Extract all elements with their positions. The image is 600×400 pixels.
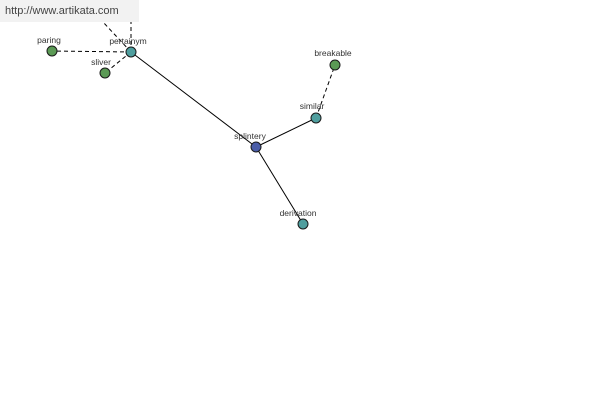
- node-circle-paring[interactable]: [46, 45, 58, 57]
- node-label-sliver[interactable]: sliver: [91, 57, 111, 67]
- node-pertainym[interactable]: pertainym: [109, 36, 147, 58]
- nodes-layer: splintery pertainym similar derivation parin…: [37, 35, 352, 230]
- node-circle-derivation[interactable]: [297, 218, 309, 230]
- node-circle-pertainym[interactable]: [125, 46, 137, 58]
- node-circle-sliver[interactable]: [99, 67, 111, 79]
- url-banner: http://www.artikata.com: [0, 0, 139, 22]
- node-label-paring[interactable]: paring: [37, 35, 61, 45]
- edges-layer: [51, 21, 336, 225]
- node-derivation[interactable]: derivation: [280, 208, 317, 230]
- edge-pertainym-sliver: [104, 51, 132, 74]
- node-similar[interactable]: similar: [300, 101, 325, 124]
- node-label-derivation[interactable]: derivation: [280, 208, 317, 218]
- url-text[interactable]: http://www.artikata.com: [5, 5, 119, 17]
- node-circle-similar[interactable]: [310, 112, 322, 124]
- edge-similar-breakable: [315, 64, 336, 119]
- node-circle-breakable[interactable]: [329, 59, 341, 71]
- node-label-pertainym[interactable]: pertainym: [109, 36, 146, 46]
- node-sliver[interactable]: sliver: [91, 57, 111, 79]
- edge-splintery-derivation: [255, 146, 304, 225]
- edge-splintery-pertainym: [130, 51, 257, 148]
- node-paring[interactable]: paring: [37, 35, 61, 57]
- edge-splintery-similar: [255, 117, 317, 148]
- node-label-similar[interactable]: similar: [300, 101, 325, 111]
- node-label-breakable[interactable]: breakable: [314, 48, 352, 58]
- edge-pertainym-paring: [51, 50, 132, 53]
- node-breakable[interactable]: breakable: [314, 48, 352, 71]
- node-circle-splintery[interactable]: [250, 141, 262, 153]
- node-splintery[interactable]: splintery: [234, 131, 267, 153]
- node-label-splintery[interactable]: splintery: [234, 131, 266, 141]
